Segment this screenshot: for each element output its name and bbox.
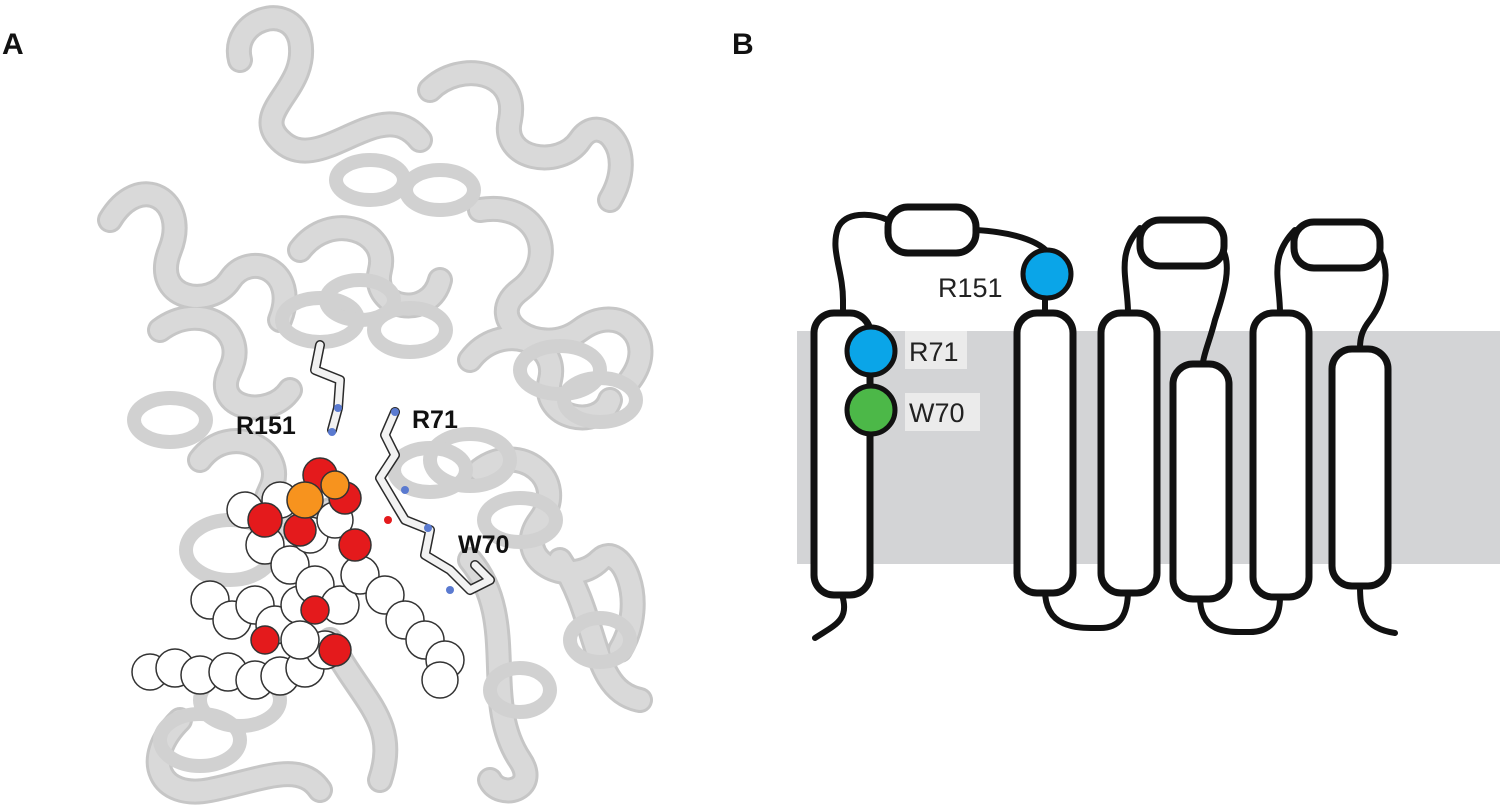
label-bg-r71 (905, 331, 967, 369)
tm-helix-6 (1328, 345, 1392, 590)
panel-b-label-w70: W70 (909, 398, 965, 428)
loop-helix-3 (1290, 218, 1384, 272)
loop-helix-1 (884, 203, 980, 257)
tm-helix-4 (1169, 360, 1233, 603)
panel-a-letter: A (2, 28, 24, 61)
panel-b-label-r71: R71 (909, 337, 959, 367)
panel-b-label-r151: R151 (938, 273, 1003, 303)
tm-helix-3 (1097, 309, 1161, 597)
panel-a-label-r151: R151 (236, 412, 296, 440)
lipid-space-filling-model (131, 457, 465, 700)
residue-stick-r151 (310, 340, 345, 436)
panel-b: B (732, 28, 1500, 641)
panel-b-letter: B (732, 28, 754, 61)
loop-helix-2 (1136, 216, 1228, 270)
residue-marker-r71 (844, 324, 898, 378)
tm-helix-2 (1013, 309, 1077, 597)
residue-marker-r151 (1020, 247, 1074, 301)
residue-marker-w70 (844, 383, 898, 437)
panel-a: A (2, 5, 654, 805)
residue-stick-r71-w70 (375, 407, 495, 595)
panel-a-label-w70: W70 (458, 531, 509, 559)
tm-helix-5 (1249, 309, 1313, 601)
label-bg-w70 (905, 393, 980, 431)
panel-a-label-r71: R71 (412, 406, 458, 434)
tm-helix-1 (810, 309, 874, 599)
